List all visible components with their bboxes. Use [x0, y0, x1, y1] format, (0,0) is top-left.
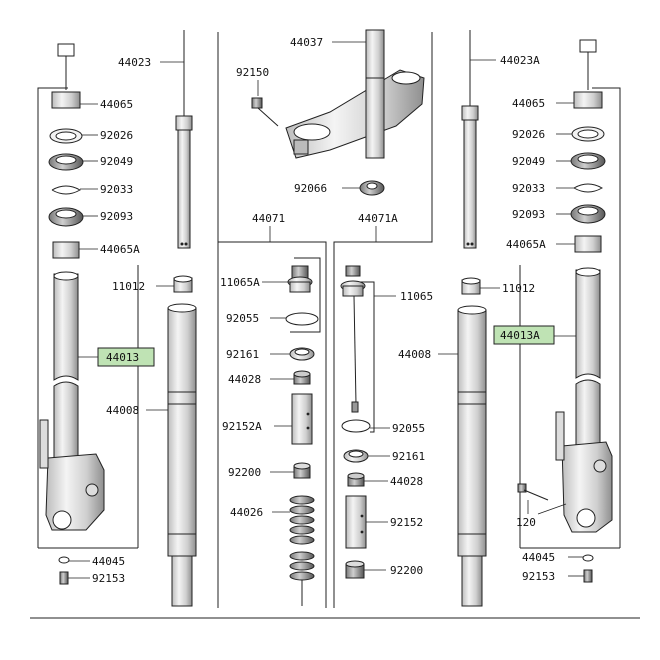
- label-92161-right: 92161: [392, 450, 425, 463]
- left-inner-tube-assembly: [39, 43, 105, 585]
- outer-tube-44013a: [575, 269, 601, 379]
- label-11065a: 11065A: [220, 276, 260, 289]
- label-92049-right: 92049: [512, 155, 545, 168]
- gasket-44045-right: [582, 554, 594, 562]
- bushing-44065a-left: [52, 241, 80, 259]
- label-92200-right: 92200: [390, 564, 423, 577]
- cap-bolt-11065: [340, 265, 366, 413]
- spring-44026: [289, 495, 315, 606]
- label-92033-left: 92033: [100, 183, 133, 196]
- label-92049-left: 92049: [100, 155, 133, 168]
- bushing-44065-left: [51, 91, 81, 109]
- gasket-44045-left: [58, 556, 70, 564]
- bushing-44065a-right: [574, 235, 602, 253]
- label-120: 120: [516, 516, 536, 529]
- collar-92152a: [291, 393, 313, 445]
- label-44071: 44071: [252, 212, 285, 225]
- label-44008-left: 44008: [106, 404, 139, 417]
- label-44065-left: 44065: [100, 98, 133, 111]
- frame-lines: [30, 32, 640, 619]
- label-92152: 92152: [390, 516, 423, 529]
- label-92161-left: 92161: [226, 348, 259, 361]
- label-92093-right: 92093: [512, 208, 545, 221]
- label-92093-left: 92093: [100, 210, 133, 223]
- label-92055-right: 92055: [392, 422, 425, 435]
- outer-tube-44013-left: [53, 273, 79, 381]
- bushing-44065-right: [573, 91, 603, 109]
- damper-rod-44023a: [461, 30, 479, 249]
- steering-stem-44037: [285, 29, 425, 159]
- circlip-92033-right: [573, 183, 604, 193]
- circlip-92033-left: [51, 185, 82, 195]
- label-92055-left: 92055: [226, 312, 259, 325]
- bolt-92153-right: [583, 569, 593, 583]
- spacer-44028-right: [347, 472, 365, 487]
- label-11012-left: 11012: [112, 280, 145, 293]
- seal-92200-right: [345, 560, 365, 579]
- label-44013-left: 44013: [106, 351, 139, 364]
- right-inner-tube-assembly: [555, 39, 613, 583]
- label-44008-right: 44008: [398, 348, 431, 361]
- bolt-92150: [251, 97, 279, 127]
- nut-92066: [359, 180, 385, 196]
- o-ring-92055-right: [341, 419, 371, 433]
- damper-rod-44023-left: [175, 30, 193, 249]
- top-bushing-11012-right: [461, 277, 481, 295]
- label-44065a-right: 44065A: [506, 238, 546, 251]
- label-44071a: 44071A: [358, 212, 398, 225]
- seal-92200-left: [293, 462, 311, 479]
- label-44045-left: 44045: [92, 555, 125, 568]
- label-92152a: 92152A: [222, 420, 262, 433]
- spacer-44028-left: [293, 370, 311, 385]
- label-92026-left: 92026: [100, 129, 133, 142]
- label-92153-left: 92153: [92, 572, 125, 585]
- label-44037: 44037: [290, 36, 323, 49]
- highlight-44013-left: [97, 347, 155, 367]
- label-44023a: 44023A: [500, 54, 540, 67]
- label-11012-right: 11012: [502, 282, 535, 295]
- label-44026: 44026: [230, 506, 263, 519]
- collar-92152: [345, 495, 367, 549]
- bolt-120: [517, 483, 549, 501]
- cap-bolt-11065a: [287, 265, 313, 293]
- label-11065: 11065: [400, 290, 433, 303]
- label-44065-right: 44065: [512, 97, 545, 110]
- inner-tube-44008-left: [167, 303, 197, 607]
- label-44023: 44023: [118, 56, 151, 69]
- label-92200-left: 92200: [228, 466, 261, 479]
- label-44028-right: 44028: [390, 475, 423, 488]
- left-leaders: [68, 103, 98, 579]
- top-bushing-11012-left: [173, 275, 193, 293]
- right-leaders: [554, 102, 584, 577]
- label-92033-right: 92033: [512, 182, 545, 195]
- label-92066: 92066: [294, 182, 327, 195]
- bolt-92153-left: [59, 571, 69, 585]
- label-92153-right: 92153: [522, 570, 555, 583]
- label-44065a-left: 44065A: [100, 243, 140, 256]
- o-ring-92055-left: [285, 312, 319, 326]
- inner-tube-44008-right: [457, 305, 487, 607]
- label-44045-right: 44045: [522, 551, 555, 564]
- label-92026-right: 92026: [512, 128, 545, 141]
- highlight-44013a: [493, 325, 555, 345]
- label-44013a: 44013A: [500, 329, 540, 342]
- label-92150: 92150: [236, 66, 269, 79]
- label-44028-left: 44028: [228, 373, 261, 386]
